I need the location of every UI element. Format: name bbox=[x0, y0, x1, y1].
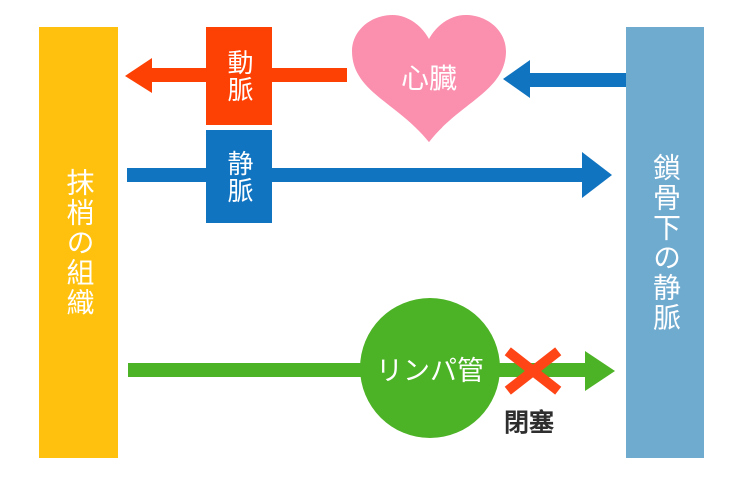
vein-label-box: 静脈 bbox=[206, 130, 272, 223]
heart-return-arrowhead-icon bbox=[503, 60, 530, 98]
subclavian-vein-node: 鎖骨下の静脈 bbox=[626, 27, 704, 458]
peripheral-tissue-node: 抹梢の組織 bbox=[39, 27, 118, 458]
vein-label: 静脈 bbox=[224, 149, 254, 204]
heart-label: 心臓 bbox=[400, 63, 457, 94]
artery-arrowhead-icon bbox=[125, 58, 152, 93]
blockage-label: 閉塞 bbox=[503, 409, 554, 437]
peripheral-tissue-label: 抹梢の組織 bbox=[63, 167, 95, 318]
subclavian-vein-label: 鎖骨下の静脈 bbox=[650, 152, 681, 333]
lymph-vessel-node: リンパ管 bbox=[360, 298, 500, 438]
artery-label: 動脈 bbox=[224, 49, 254, 103]
vein-arrowhead-icon bbox=[582, 152, 612, 198]
vein-arrow-shaft bbox=[127, 168, 582, 182]
blockage-x-icon bbox=[504, 346, 562, 396]
heart-node: 心臓 bbox=[352, 15, 506, 142]
lymph-vessel-label: リンパ管 bbox=[376, 355, 484, 386]
heart-return-arrow-shaft bbox=[530, 73, 626, 87]
lymph-arrowhead-icon bbox=[585, 351, 615, 391]
artery-label-box: 動脈 bbox=[206, 27, 272, 125]
heart-icon bbox=[352, 15, 506, 142]
